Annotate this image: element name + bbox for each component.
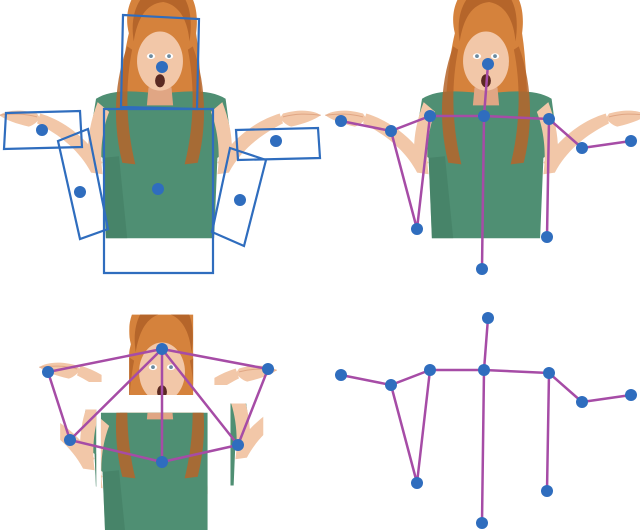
joint-rwr bbox=[625, 135, 637, 147]
panel-top-left bbox=[0, 0, 321, 273]
joint-head bbox=[156, 343, 168, 355]
joint-left-hand bbox=[36, 124, 48, 136]
joint-torso bbox=[156, 456, 168, 468]
panel-top-right bbox=[325, 0, 640, 275]
joint-left-arm bbox=[74, 186, 86, 198]
limb-line bbox=[582, 395, 631, 402]
joint-neck bbox=[478, 364, 490, 376]
joint-lhip bbox=[411, 223, 423, 235]
joint-rel bbox=[576, 396, 588, 408]
joint-head bbox=[156, 61, 168, 73]
joint-ra bbox=[232, 439, 244, 451]
limb-line bbox=[484, 370, 549, 373]
joint-rsh bbox=[543, 367, 555, 379]
joint-head bbox=[482, 312, 494, 324]
limb-line bbox=[582, 141, 631, 148]
joint-rsh bbox=[543, 113, 555, 125]
limb-line bbox=[391, 370, 430, 385]
limb-line bbox=[547, 373, 549, 491]
limb-line bbox=[341, 375, 391, 385]
limb-line bbox=[417, 370, 430, 483]
joint-lsh bbox=[424, 110, 436, 122]
limb-line bbox=[391, 385, 417, 483]
joint-la bbox=[64, 434, 76, 446]
joint-lh bbox=[42, 366, 54, 378]
panel-bottom-left bbox=[0, 229, 361, 530]
joint-rhip bbox=[541, 231, 553, 243]
joint-torso bbox=[152, 183, 164, 195]
joint-lwr bbox=[335, 369, 347, 381]
joint-neck bbox=[478, 110, 490, 122]
limb-line bbox=[48, 372, 70, 440]
joint-pelvis bbox=[476, 517, 488, 529]
joint-lhip bbox=[411, 477, 423, 489]
person-photo bbox=[0, 0, 321, 238]
joint-head bbox=[482, 58, 494, 70]
joint-lwr bbox=[335, 115, 347, 127]
limb-line bbox=[482, 370, 484, 523]
joint-rhip bbox=[541, 485, 553, 497]
joint-rh bbox=[262, 363, 274, 375]
joint-lsh bbox=[424, 364, 436, 376]
limb-line bbox=[484, 318, 488, 370]
panel-bottom-right bbox=[335, 312, 637, 529]
joint-right-hand bbox=[270, 135, 282, 147]
joint-rwr bbox=[625, 389, 637, 401]
joint-right-arm bbox=[234, 194, 246, 206]
person-figure bbox=[0, 0, 321, 238]
joint-rel bbox=[576, 142, 588, 154]
limb-line bbox=[549, 373, 582, 402]
joint-pelvis bbox=[476, 263, 488, 275]
joint-lel bbox=[385, 125, 397, 137]
joint-lel bbox=[385, 379, 397, 391]
